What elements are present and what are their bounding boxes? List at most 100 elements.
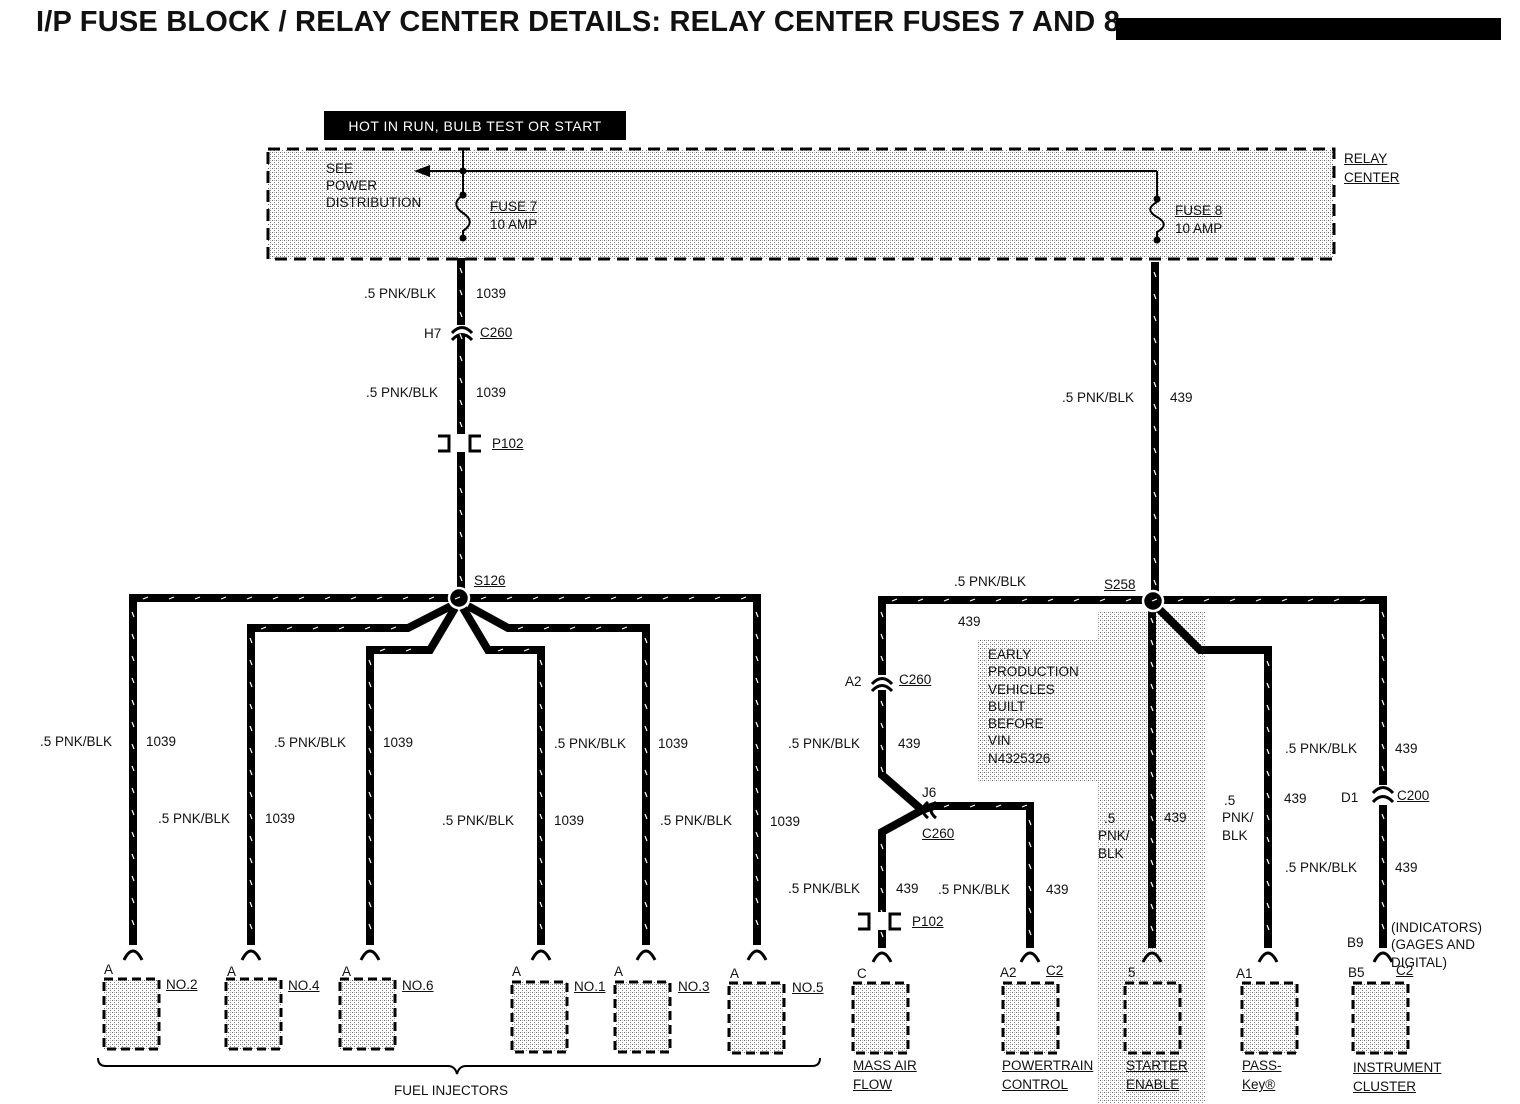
cluster-label-line1: INSTRUMENT — [1353, 1060, 1442, 1075]
wire-tick — [1150, 617, 1154, 624]
wire-tick — [1099, 598, 1106, 602]
page-title: I/P FUSE BLOCK / RELAY CENTER DETAILS: R… — [36, 6, 1121, 38]
terminal-cap — [359, 949, 381, 961]
wire-tick — [249, 681, 253, 688]
wire-tick — [249, 879, 253, 886]
wire-tick — [644, 857, 648, 864]
wire-tick — [1266, 770, 1270, 777]
circuit-number-label: 1039 — [554, 813, 585, 828]
early-production-note-bg — [978, 640, 1102, 782]
wire-tick — [168, 596, 175, 600]
connector-c260-label: C260 — [899, 672, 932, 687]
relay-center-label-line1: RELAY — [1344, 151, 1388, 166]
circuit-number-label: 1039 — [770, 814, 801, 829]
wire-tick — [338, 626, 345, 630]
terminal-cap — [871, 951, 893, 963]
wire-tick — [539, 659, 543, 666]
wire-tick — [880, 633, 884, 640]
wire-tick — [368, 879, 372, 886]
wire-tick — [740, 596, 747, 600]
terminal-caps — [122, 949, 1394, 963]
wire-tick — [969, 804, 976, 808]
wire-tick — [891, 598, 898, 602]
wire-tick — [376, 596, 383, 600]
wire-tick — [324, 596, 331, 600]
connector-j6 — [921, 800, 937, 820]
wire-tick — [1150, 661, 1154, 668]
wire-tick — [539, 857, 543, 864]
circuit-number-label: 439 — [1284, 791, 1307, 806]
wire-tick — [1028, 841, 1032, 848]
indicators-line: DIGITAL) — [1391, 954, 1448, 970]
connector-p102-label: P102 — [912, 914, 944, 929]
connector-pin-a2: A2 — [845, 674, 862, 689]
passkey-label-line2: Key® — [1242, 1077, 1276, 1092]
wire-tick — [1150, 793, 1154, 800]
wire-tick — [1028, 907, 1032, 914]
wire-tick — [755, 875, 759, 882]
wire-bus-left — [129, 594, 761, 945]
wire-spec-label: .5 PNK/BLK — [938, 882, 1011, 897]
wire-tick — [249, 747, 253, 754]
circuit-number-label: 1039 — [658, 736, 689, 751]
wire-tick — [539, 769, 543, 776]
wire-tick — [428, 596, 435, 600]
connector-pin-h7: H7 — [424, 326, 442, 341]
wire-tick — [755, 853, 759, 860]
terminal-cap — [1257, 951, 1279, 963]
maf-label-line2: FLOW — [853, 1077, 892, 1092]
wire-tick — [755, 743, 759, 750]
connector-p102-lower — [858, 912, 901, 931]
wire-tick — [621, 626, 628, 630]
wire-tick — [459, 487, 463, 494]
note-line: N4325326 — [988, 750, 1051, 766]
wire-tick — [1150, 639, 1154, 646]
wire-tick — [1381, 699, 1385, 706]
wire-tick — [131, 655, 135, 662]
wire-tick — [644, 813, 648, 820]
wire-tick — [1381, 633, 1385, 640]
wire-tick — [1381, 879, 1385, 886]
wire-tick — [368, 901, 372, 908]
wire-tick — [755, 831, 759, 838]
wire-tick — [1381, 765, 1385, 772]
wire-tick — [1266, 660, 1270, 667]
connector-pin-b9: B9 — [1347, 935, 1364, 950]
wire-tick — [1150, 705, 1154, 712]
wire-tick — [1150, 859, 1154, 866]
wire-tick — [1266, 880, 1270, 887]
wire-tick — [1150, 837, 1154, 844]
starter-pin-label: 5 — [1128, 965, 1136, 980]
wire-spec-label: .5 PNK/BLK — [954, 574, 1027, 589]
circuit-number-label: 1039 — [383, 735, 414, 750]
circuit-number-label: 439 — [896, 881, 919, 896]
wire-tick — [368, 703, 372, 710]
wire-tick — [1281, 598, 1288, 602]
wire-tick — [1151, 598, 1158, 602]
splice-s126-label: S126 — [474, 573, 506, 588]
cluster-label-line2: CLUSTER — [1353, 1079, 1417, 1094]
wire-tick — [249, 637, 253, 644]
wire-tick — [1153, 513, 1157, 520]
wire-tick — [880, 700, 884, 707]
connector-p102-label: P102 — [492, 436, 524, 451]
wire-tick — [459, 531, 463, 538]
wire-tick — [459, 575, 463, 582]
wire-tick — [249, 813, 253, 820]
wire-tick — [1028, 885, 1032, 892]
terminal-cap — [746, 949, 768, 961]
wire-tick — [755, 919, 759, 926]
terminal-cap — [1372, 951, 1394, 963]
wire-tick — [880, 611, 884, 618]
wire-tick — [610, 596, 617, 600]
injector-no2-box — [102, 977, 161, 1051]
circuit-number-label: 1039 — [476, 385, 507, 400]
wire-tick — [1153, 447, 1157, 454]
see-power-distribution-line2: POWER — [326, 178, 378, 193]
wire-spec-label: .5 PNK/BLK — [660, 813, 733, 828]
circuit-number-label: 1039 — [265, 811, 296, 826]
wire-split-line: .5 — [1104, 811, 1116, 826]
circuit-number-label: 439 — [1164, 810, 1187, 825]
wire-maf — [878, 690, 929, 948]
